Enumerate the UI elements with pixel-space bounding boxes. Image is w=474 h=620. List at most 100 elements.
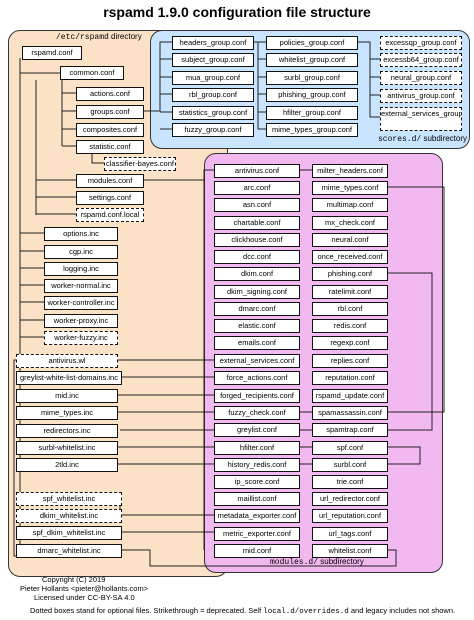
module-box: dkim_signing.conf (214, 285, 300, 299)
module-box: rbl.conf (312, 302, 388, 316)
legend-note-end: and legacy includes not shown. (348, 606, 456, 615)
module-box: antivirus.conf (214, 164, 300, 178)
module-box: multimap.conf (312, 198, 388, 212)
module-box: ratelimit.conf (312, 285, 388, 299)
module-box: milter_headers.conf (312, 164, 388, 178)
rspamd-conf-box: rspamd.conf (22, 46, 82, 60)
logging-inc-box: logging.inc (44, 262, 118, 276)
module-box: spamtrap.conf (312, 423, 388, 437)
author-text: Pieter Hollants <pieter@hollants.com> (20, 584, 149, 593)
module-box: rspamd_update.conf (312, 389, 388, 403)
scores-box: mua_group.conf (172, 71, 254, 85)
actions-conf-box: actions.conf (76, 87, 144, 101)
module-box: url_redirector.conf (312, 492, 388, 506)
legend-note-path: local.d/overrides.d (263, 608, 349, 616)
module-box: whitelist.conf (312, 544, 388, 558)
etc-directory-path: /etc/rspamd (56, 33, 109, 42)
statistic-conf-box: statistic.conf (76, 140, 144, 154)
scores-box: excessqp_group.conf (380, 36, 462, 50)
scores-box: external_services_group.conf (380, 107, 462, 131)
module-box: url_tags.conf (312, 527, 388, 541)
module-box: spf.conf (312, 441, 388, 455)
scores-box: excessb64_group.conf (380, 53, 462, 67)
etc-directory-label: /etc/rspamd directory (56, 32, 142, 42)
modules-directory-label: modules.d/ subdirectory (270, 557, 364, 567)
antivirus-wl-box: antivirus.wl (16, 354, 118, 368)
modules-directory-suffix: subdirectory (318, 557, 364, 566)
module-box: mx_check.conf (312, 216, 388, 230)
scores-directory-suffix: subdirectory (421, 134, 468, 143)
etc-directory-suffix: directory (108, 32, 142, 41)
surbl-whitelist-inc-box: surbl-whitelist.inc (16, 441, 118, 455)
module-box: hfilter.conf (214, 441, 300, 455)
module-box: greylist.conf (214, 423, 300, 437)
worker-normal-inc-box: worker-normal.inc (44, 279, 118, 293)
module-box: metadata_exporter.conf (214, 509, 300, 523)
module-box: phishing.conf (312, 267, 388, 281)
rspamd-conf-local-box: rspamd.conf.local (76, 208, 144, 222)
scores-box: antivirus_group.conf (380, 89, 462, 103)
common-conf-box: common.conf (60, 66, 124, 80)
scores-box: mime_types_group.conf (266, 123, 358, 137)
module-box: reputation.conf (312, 371, 388, 385)
scores-box: subject_group.conf (172, 53, 254, 67)
spf-dkim-whitelist-inc-box: spf_dkim_whitelist.inc (16, 526, 122, 540)
dmarc-whitelist-inc-box: dmarc_whitelist.inc (16, 544, 122, 558)
copyright-text: Copyright (C) 2019 (42, 575, 106, 584)
module-box: emails.conf (214, 336, 300, 350)
module-box: forged_recipients.conf (214, 389, 300, 403)
scores-box: neural_group.conf (380, 71, 462, 85)
modules-conf-box: modules.conf (76, 174, 144, 188)
scores-box: phishing_group.conf (266, 88, 358, 102)
mime-types-inc-box: mime_types.inc (16, 406, 118, 420)
module-box: chartable.conf (214, 216, 300, 230)
scores-directory-label: scores.d/ subdirectory (378, 134, 467, 144)
module-box: once_received.conf (312, 250, 388, 264)
module-box: external_services.conf (214, 354, 300, 368)
module-box: elastic.conf (214, 319, 300, 333)
module-box: dkim.conf (214, 267, 300, 281)
classifier-bayes-conf-box: classifier-bayes.conf (104, 157, 176, 171)
2tld-inc-box: 2tld.inc (16, 458, 118, 472)
mid-inc-box: mid.inc (16, 389, 118, 403)
module-box: fuzzy_check.conf (214, 406, 300, 420)
module-box: dcc.conf (214, 250, 300, 264)
module-box: asn.conf (214, 198, 300, 212)
module-box: mime_types.conf (312, 181, 388, 195)
scores-box: surbl_group.conf (266, 71, 358, 85)
scores-box: hfilter_group.conf (266, 106, 358, 120)
spf-whitelist-inc-box: spf_whitelist.inc (16, 492, 122, 506)
module-box: arc.conf (214, 181, 300, 195)
module-box: url_reputation.conf (312, 509, 388, 523)
scores-box: statistics_group.conf (172, 106, 254, 120)
module-box: replies.conf (312, 354, 388, 368)
module-box: redis.conf (312, 319, 388, 333)
module-box: trie.conf (312, 475, 388, 489)
module-box: neural.conf (312, 233, 388, 247)
module-box: ip_score.conf (214, 475, 300, 489)
scores-directory-path: scores.d/ (378, 135, 422, 144)
scores-box: policies_group.conf (266, 36, 358, 50)
worker-controller-inc-box: worker-controller.inc (44, 296, 118, 310)
worker-proxy-inc-box: worker-proxy.inc (44, 314, 118, 328)
module-box: force_actions.conf (214, 371, 300, 385)
redirectors-inc-box: redirectors.inc (16, 424, 118, 438)
options-inc-box: options.inc (44, 227, 118, 241)
module-box: dmarc.conf (214, 302, 300, 316)
worker-fuzzy-inc-box: worker-fuzzy.inc (44, 331, 118, 345)
module-box: history_redis.conf (214, 458, 300, 472)
scores-box: headers_group.conf (172, 36, 254, 50)
cgp-inc-box: cgp.inc (44, 245, 118, 259)
module-box: regexp.conf (312, 336, 388, 350)
settings-conf-box: settings.conf (76, 191, 144, 205)
legend-note: Dotted boxes stand for optional files. S… (30, 606, 455, 616)
composites-conf-box: composites.conf (76, 123, 144, 137)
scores-box: whitelist_group.conf (266, 53, 358, 67)
scores-box: rbl_group.conf (172, 88, 254, 102)
module-box: metric_exporter.conf (214, 527, 300, 541)
legend-note-start: Dotted boxes stand for optional files. S… (30, 606, 264, 615)
module-box: mid.conf (214, 544, 300, 558)
dkim-whitelist-inc-box: dkim_whitelist.inc (16, 509, 122, 523)
greylist-white-list-domains-inc-box: greylist-white-list-domains.inc (16, 371, 122, 385)
module-box: spamassassin.conf (312, 406, 388, 420)
